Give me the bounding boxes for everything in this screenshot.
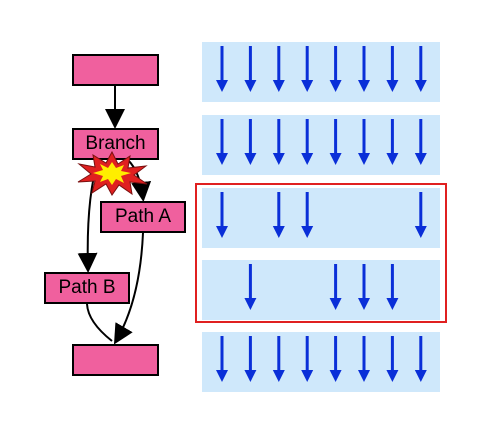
lane-arrow-icon xyxy=(358,119,370,165)
lane-arrow-icon xyxy=(301,119,314,165)
lane-arrow-icon xyxy=(301,46,314,92)
branch-to-path-a-arrow xyxy=(127,159,152,202)
lane-row-3 xyxy=(202,188,440,248)
lane-row-5 xyxy=(202,332,440,392)
path-b-block: Path B xyxy=(44,272,130,304)
divergent-rows-highlight xyxy=(195,183,447,323)
lane-arrow-icon xyxy=(244,336,257,382)
lane-arrow-icon xyxy=(358,264,370,310)
lane-arrow-icon xyxy=(329,119,342,165)
lane-arrow-icon xyxy=(301,192,314,238)
lane-arrow-icon xyxy=(272,192,285,238)
lane-arrow-icon xyxy=(329,336,342,382)
lane-arrow-icon xyxy=(414,336,427,382)
lane-arrow-icon xyxy=(301,336,314,382)
lane-arrow-icon xyxy=(244,119,257,165)
lane-arrow-icon xyxy=(329,46,342,92)
lane-arrow-icon xyxy=(386,264,399,310)
lane-arrow-icon xyxy=(414,46,427,92)
path-b-to-merge-arrow xyxy=(86,303,113,342)
lane-arrow-icon xyxy=(216,192,228,238)
lane-arrow-icon xyxy=(386,119,399,165)
explosion-icon xyxy=(77,150,148,196)
lane-arrow-icon xyxy=(386,46,399,92)
lane-arrow-icon xyxy=(358,46,370,92)
lane-arrow-icon xyxy=(216,119,228,165)
lane-arrow-icon xyxy=(272,46,285,92)
lane-arrow-icon xyxy=(272,336,285,382)
lane-arrow-icon xyxy=(414,192,427,238)
branch-block: Branch xyxy=(72,128,159,160)
lane-arrow-icon xyxy=(216,336,228,382)
lane-row-2 xyxy=(202,115,440,175)
lane-arrow-icon xyxy=(244,46,257,92)
lane-arrow-icon xyxy=(272,119,285,165)
lane-arrow-icon xyxy=(414,119,427,165)
lane-arrow-icon xyxy=(244,264,257,310)
lane-row-1 xyxy=(202,42,440,102)
lane-row-4 xyxy=(202,260,440,320)
top-block xyxy=(72,54,159,86)
lane-arrow-icon xyxy=(358,336,370,382)
merge-block xyxy=(72,344,159,376)
path-a-block: Path A xyxy=(100,201,186,233)
path-a-to-merge-arrow xyxy=(113,232,144,345)
lane-arrow-icon xyxy=(216,46,228,92)
lane-arrow-icon xyxy=(386,336,399,382)
lane-arrow-icon xyxy=(329,264,342,310)
